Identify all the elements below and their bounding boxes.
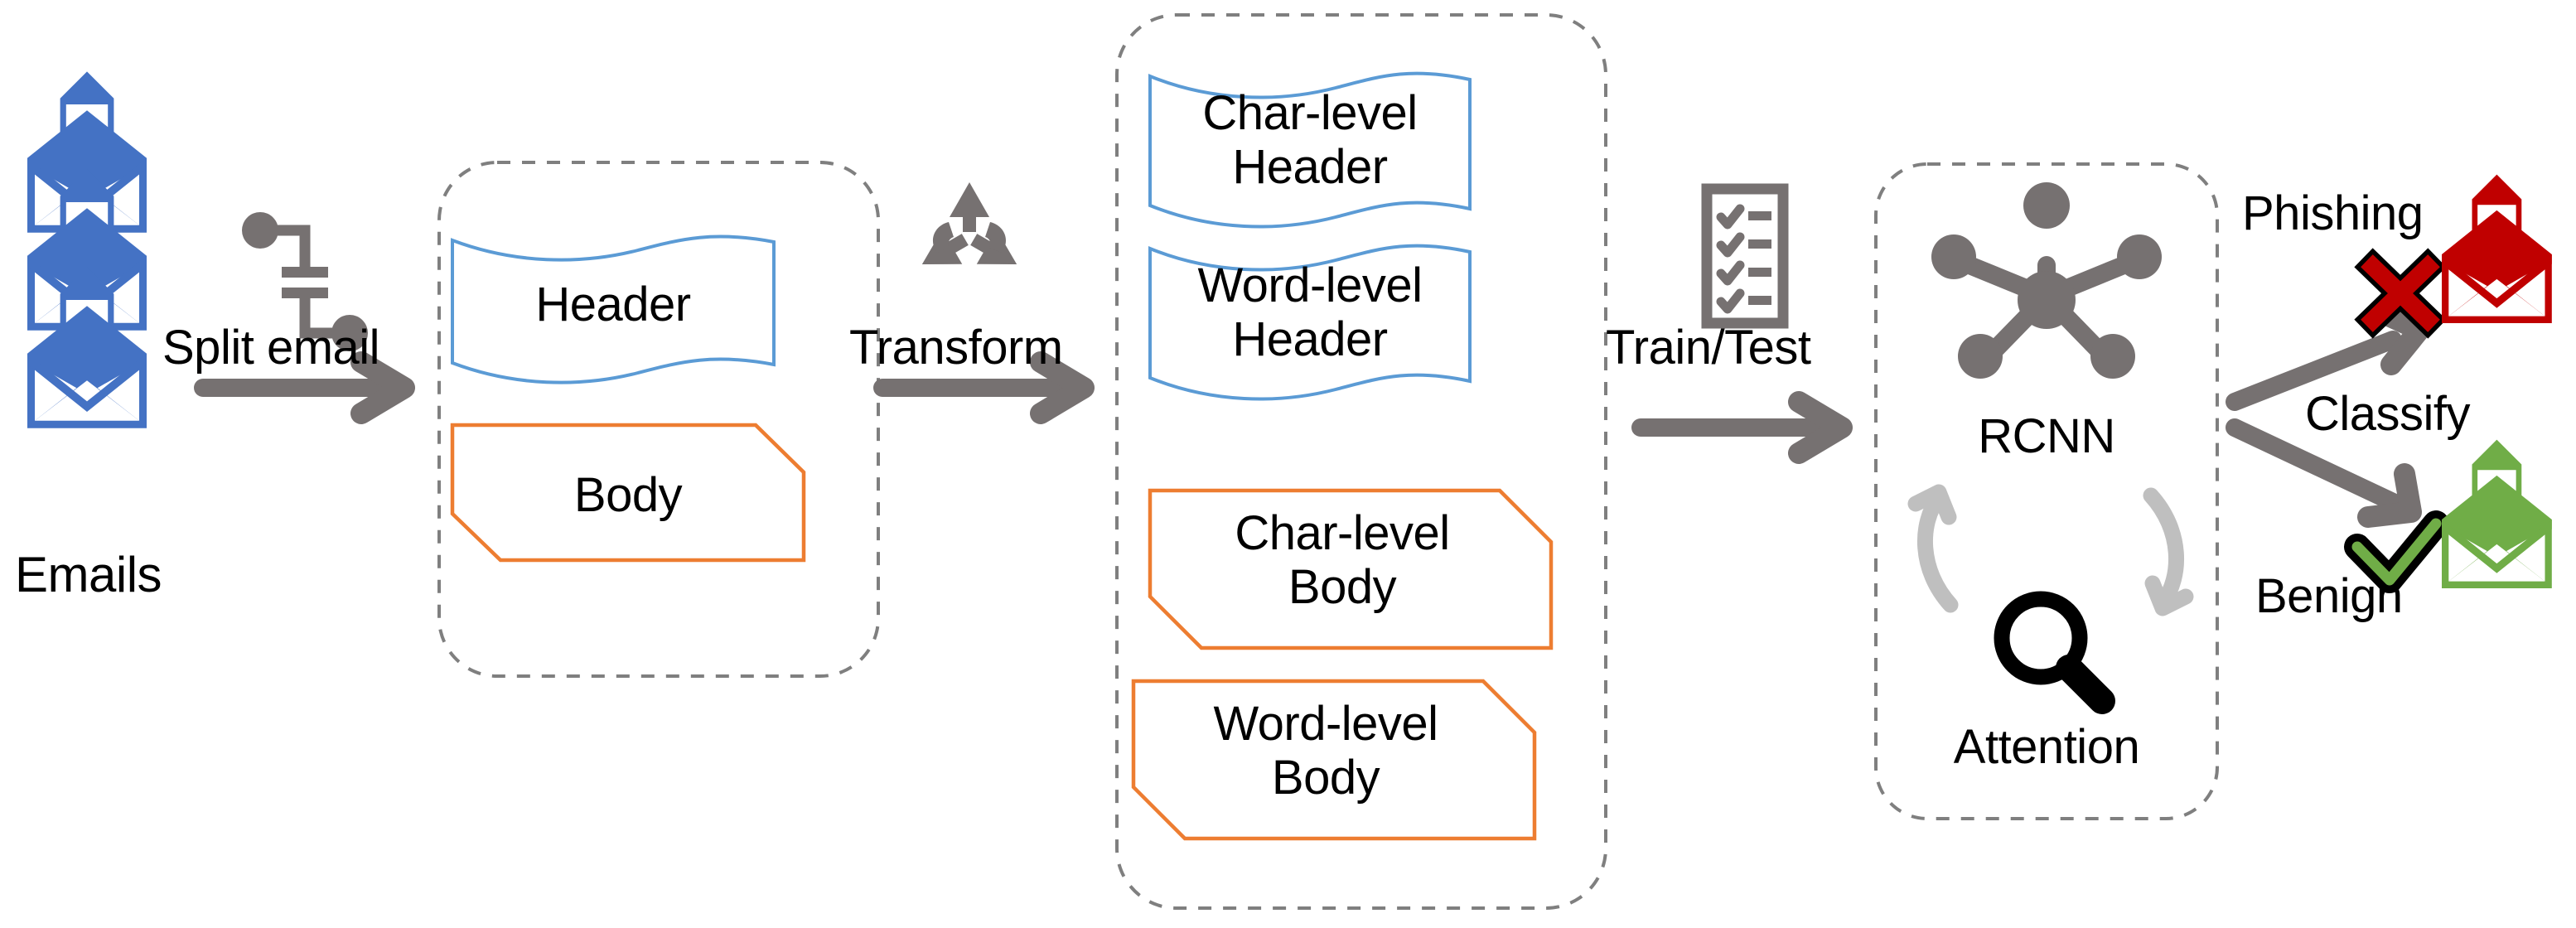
split-email-label: Split email bbox=[162, 321, 380, 375]
rep-label-3-line1: Word-level bbox=[1213, 697, 1438, 751]
header-shape bbox=[451, 234, 776, 384]
rep-shape-0 bbox=[1148, 71, 1472, 229]
network-hub-icon bbox=[1931, 182, 2162, 379]
email-parts-container bbox=[437, 161, 880, 678]
emails-label: Emails bbox=[15, 547, 162, 602]
x-mark-icon bbox=[2354, 248, 2447, 339]
rep-shape-2 bbox=[1148, 488, 1554, 650]
checklist-icon bbox=[1701, 183, 1789, 329]
rep-label-2-line1: Char-level bbox=[1235, 506, 1450, 560]
email-green-icon bbox=[2442, 440, 2552, 588]
model-container bbox=[1874, 162, 2219, 820]
body-shape bbox=[450, 423, 806, 563]
rep-shape-1 bbox=[1148, 244, 1472, 401]
rep-label-1-line1: Word-level bbox=[1197, 259, 1423, 312]
classify-label: Classify bbox=[2305, 387, 2471, 441]
arrow-transform-icon bbox=[873, 351, 1095, 424]
representations-container bbox=[1115, 13, 1607, 910]
arrow-classify-down-icon bbox=[2226, 418, 2422, 528]
email-stack-icon bbox=[27, 71, 147, 428]
train-test-label: Train/Test bbox=[1606, 321, 1811, 375]
rep-label-0-line2: Header bbox=[1232, 140, 1388, 194]
benign-label: Benign bbox=[2255, 569, 2403, 623]
rep-shape-3 bbox=[1131, 679, 1537, 841]
rcnn-label: RCNN bbox=[1978, 409, 2115, 463]
phishing-label: Phishing bbox=[2242, 186, 2424, 240]
rep-label-3-line2: Body bbox=[1271, 751, 1380, 805]
rep-label-0-line1: Char-level bbox=[1202, 86, 1418, 140]
transform-label: Transform bbox=[849, 321, 1063, 375]
check-mark-icon bbox=[2344, 510, 2449, 593]
arrow-split-email-icon bbox=[194, 351, 415, 424]
rep-label-1-line2: Header bbox=[1232, 312, 1388, 366]
magnifier-icon bbox=[1994, 591, 2115, 714]
recycle-icon bbox=[921, 182, 1017, 264]
rep-label-2-line2: Body bbox=[1288, 560, 1397, 614]
split-branch-icon bbox=[242, 212, 368, 351]
attention-label: Attention bbox=[1953, 720, 2140, 774]
arrow-train-test-icon bbox=[1631, 391, 1853, 464]
circular-arrows-icon bbox=[1907, 484, 2194, 616]
body-shape-label: Body bbox=[573, 468, 683, 522]
header-shape-label: Header bbox=[535, 278, 691, 331]
email-red-icon bbox=[2442, 175, 2552, 323]
